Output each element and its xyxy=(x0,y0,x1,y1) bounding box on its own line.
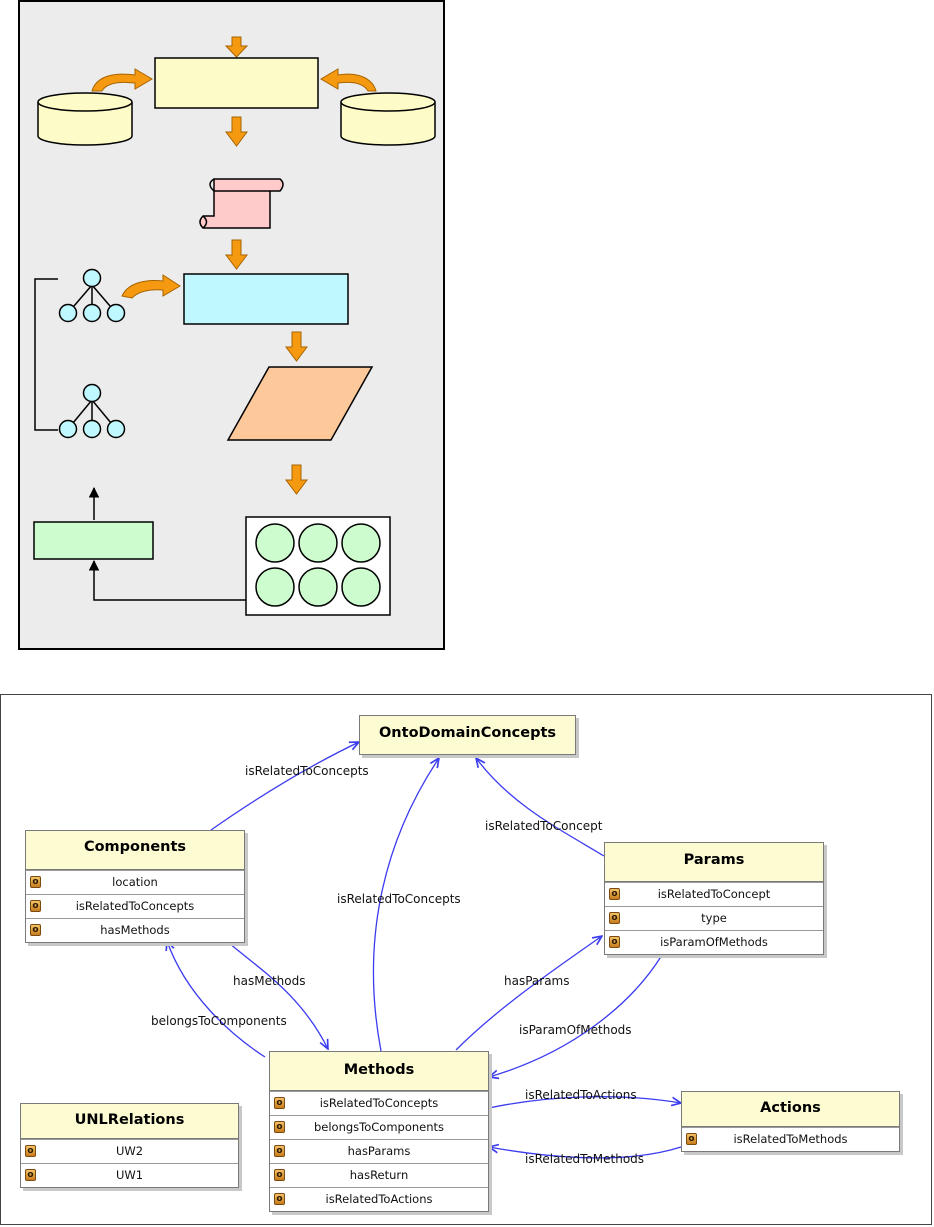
class-params: Params isRelatedToConcept type isParamOf… xyxy=(604,842,824,955)
edge-label: isRelatedToMethods xyxy=(525,1152,644,1166)
property-icon xyxy=(25,1145,36,1157)
class-components: Components location isRelatedToConcepts … xyxy=(25,830,245,943)
database-icon xyxy=(340,92,436,146)
input-process-box xyxy=(154,57,319,109)
edge-actions-methods xyxy=(489,1147,682,1159)
property-icon xyxy=(609,888,620,900)
edge-params-methods xyxy=(489,954,663,1077)
edge-label: isParamOfMethods xyxy=(519,1023,632,1037)
class-title: Methods xyxy=(270,1052,488,1091)
property-icon xyxy=(30,924,41,936)
edge-components-methods xyxy=(228,942,328,1049)
database-icon xyxy=(37,92,133,146)
class-methods: Methods isRelatedToConcepts belongsToCom… xyxy=(269,1051,489,1212)
property-icon xyxy=(274,1169,285,1181)
update-process-box xyxy=(33,521,154,560)
edge-params-concepts xyxy=(476,758,605,857)
curved-arrow-icon xyxy=(91,68,153,92)
class-title: UNLRelations xyxy=(21,1104,238,1139)
down-arrow-icon xyxy=(285,331,308,362)
edge-label: isRelatedToConcepts xyxy=(245,764,369,778)
property-label: type xyxy=(701,911,727,925)
down-arrow-icon xyxy=(225,239,248,270)
class-actions: Actions isRelatedToMethods xyxy=(681,1091,900,1152)
edge-methods-actions xyxy=(488,1096,681,1109)
property-row: belongsToComponents xyxy=(270,1115,488,1139)
property-row: hasMethods xyxy=(26,918,244,942)
property-row: type xyxy=(605,906,823,930)
property-row: isRelatedToMethods xyxy=(682,1127,899,1151)
property-row: hasReturn xyxy=(270,1163,488,1187)
property-label: isRelatedToActions xyxy=(325,1192,433,1206)
property-icon xyxy=(30,900,41,912)
property-row: isParamOfMethods xyxy=(605,930,823,954)
class-title: Components xyxy=(26,831,244,870)
edge-label: isRelatedToConcept xyxy=(485,819,603,833)
property-row: isRelatedToConcept xyxy=(605,882,823,906)
result-set-box xyxy=(245,516,391,616)
edge-components-concepts xyxy=(210,742,359,831)
down-arrow-icon xyxy=(225,116,248,147)
property-icon xyxy=(609,912,620,924)
edge-label: hasParams xyxy=(504,974,570,988)
edge-label: belongsToComponents xyxy=(151,1014,287,1028)
property-icon xyxy=(30,876,41,888)
edge-label: isRelatedToActions xyxy=(525,1088,637,1102)
property-label: location xyxy=(112,875,158,889)
property-icon xyxy=(274,1121,285,1133)
property-label: UW2 xyxy=(115,1144,144,1158)
down-arrow-icon xyxy=(285,464,308,495)
edge-methods-components xyxy=(167,941,266,1058)
property-icon xyxy=(25,1169,36,1181)
ontology-diagram: isRelatedToConcepts isRelatedToConcept i… xyxy=(0,694,932,1225)
class-unl-relations: UNLRelations UW2 UW1 xyxy=(20,1103,239,1188)
document-scroll-icon xyxy=(199,178,284,229)
down-arrow-icon xyxy=(224,36,249,58)
hierarchy-tree-icon xyxy=(58,268,126,323)
property-label: belongsToComponents xyxy=(313,1120,445,1134)
class-title: Params xyxy=(605,843,823,882)
property-icon xyxy=(274,1193,285,1205)
edge-methods-params xyxy=(455,936,602,1051)
process-flow-diagram xyxy=(18,0,445,650)
property-label: isRelatedToMethods xyxy=(733,1132,848,1146)
edge-label: isRelatedToConcepts xyxy=(337,892,461,906)
property-label: isParamOfMethods xyxy=(660,935,768,949)
class-onto-domain-concepts: OntoDomainConcepts xyxy=(359,715,576,755)
edge-label: hasMethods xyxy=(233,974,305,988)
property-icon xyxy=(274,1097,285,1109)
curved-arrow-icon xyxy=(320,68,377,92)
hierarchy-tree-icon xyxy=(58,383,126,439)
property-label: hasMethods xyxy=(100,923,170,937)
class-title: Actions xyxy=(682,1092,899,1127)
property-row: isRelatedToConcepts xyxy=(270,1091,488,1115)
property-label: isRelatedToConcept xyxy=(657,887,771,901)
property-label: UW1 xyxy=(115,1168,144,1182)
property-label: hasParams xyxy=(347,1144,411,1158)
class-title: OntoDomainConcepts xyxy=(360,716,575,754)
property-label: isRelatedToConcepts xyxy=(75,899,195,913)
feedback-connector xyxy=(88,559,246,601)
property-row: isRelatedToConcepts xyxy=(26,894,244,918)
property-label: isRelatedToConcepts xyxy=(319,1096,439,1110)
analysis-process-box xyxy=(183,273,349,325)
ontology-edges: isRelatedToConcepts isRelatedToConcept i… xyxy=(151,695,933,1166)
output-parallelogram xyxy=(226,366,374,441)
property-row: UW2 xyxy=(21,1139,238,1163)
property-icon xyxy=(686,1133,697,1145)
property-row: isRelatedToActions xyxy=(270,1187,488,1211)
property-icon xyxy=(609,936,620,948)
feedback-connector xyxy=(34,278,58,431)
property-icon xyxy=(274,1145,285,1157)
edge-methods-concepts xyxy=(372,758,439,1052)
property-row: hasParams xyxy=(270,1139,488,1163)
property-row: UW1 xyxy=(21,1163,238,1187)
curved-arrow-icon xyxy=(121,274,181,299)
property-row: location xyxy=(26,870,244,894)
property-label: hasReturn xyxy=(349,1168,409,1182)
